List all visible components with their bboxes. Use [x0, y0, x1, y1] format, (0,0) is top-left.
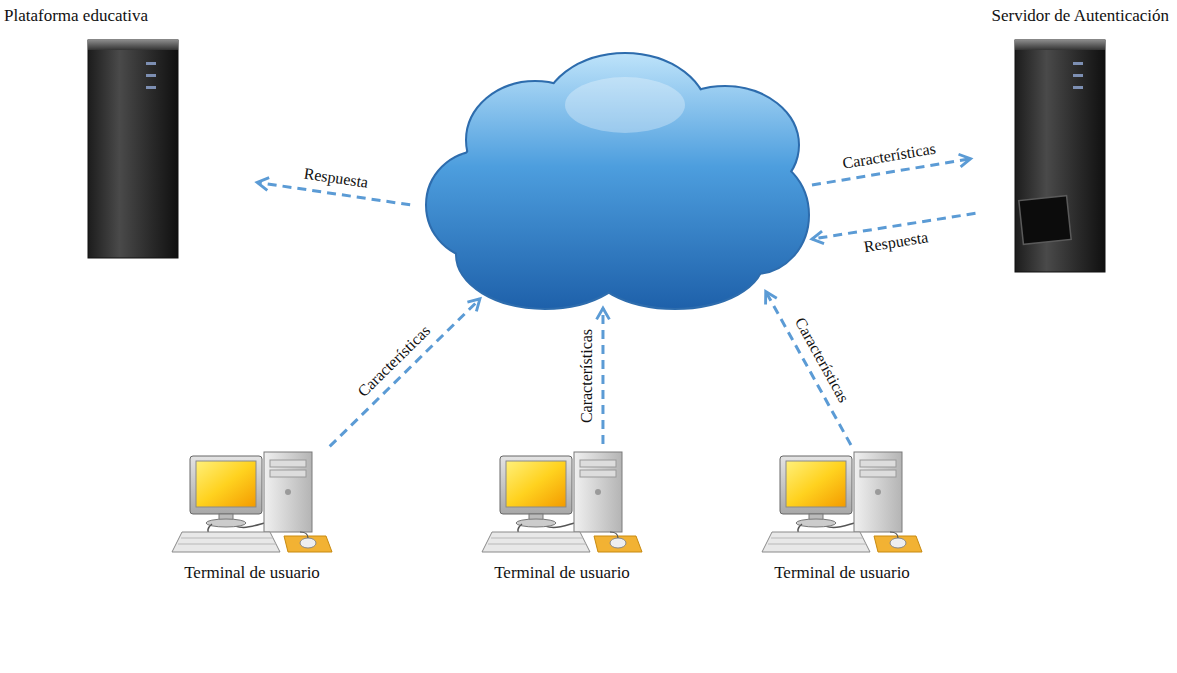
- edge-label: Características: [792, 315, 853, 406]
- edge-label: Características: [354, 322, 434, 401]
- server-tower: [1015, 40, 1105, 272]
- dashed-arrow: [601, 308, 604, 444]
- cloud-shape: [425, 45, 810, 315]
- cloud-node: [425, 45, 810, 315]
- terminal-node: Terminal de usuario: [762, 452, 922, 555]
- edge-label: Características: [578, 329, 596, 423]
- terminal-node: Terminal de usuario: [482, 452, 642, 555]
- terminal-node: Terminal de usuario: [172, 452, 332, 555]
- server-label: Servidor de Autenticación: [991, 6, 1169, 26]
- user-computer: [482, 452, 642, 552]
- server-node: Plataforma educativa: [88, 40, 178, 258]
- dashed-arrow: [766, 291, 851, 445]
- terminal-label: Terminal de usuario: [184, 563, 320, 583]
- dashed-arrow: [330, 299, 480, 446]
- server-label: Plataforma educativa: [4, 6, 148, 26]
- server-tower: [88, 40, 178, 258]
- terminal-label: Terminal de usuario: [494, 563, 630, 583]
- user-computer: [762, 452, 922, 552]
- server-node: Servidor de Autenticación: [1015, 40, 1105, 272]
- edge-label: Respuesta: [303, 164, 370, 191]
- user-computer: [172, 452, 332, 552]
- terminal-label: Terminal de usuario: [774, 563, 910, 583]
- edge-label: Respuesta: [863, 228, 930, 255]
